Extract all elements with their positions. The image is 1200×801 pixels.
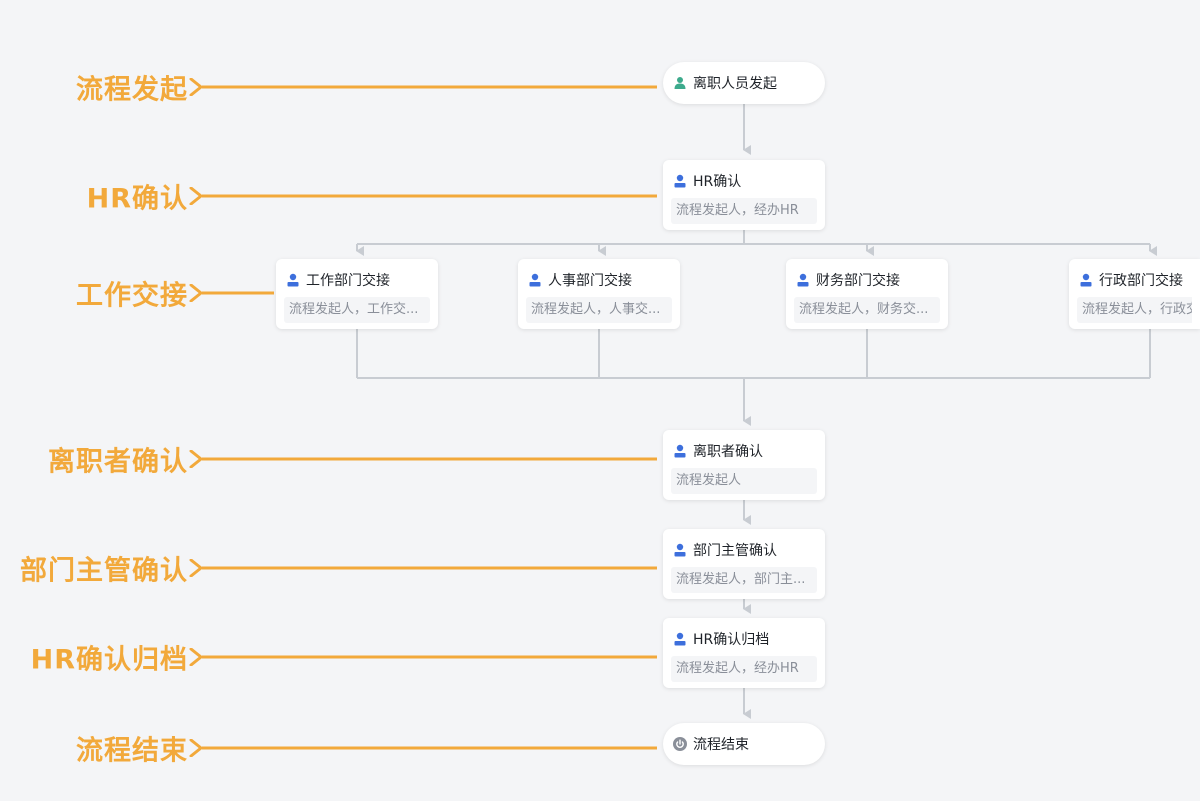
node-start-title: 离职人员发起 bbox=[693, 76, 777, 92]
person-icon bbox=[674, 444, 686, 458]
person-icon bbox=[674, 632, 686, 646]
node-leaver-confirm-assignees: 流程发起人 bbox=[671, 468, 817, 494]
node-hr-dept-handover-assignees: 流程发起人，人事交... bbox=[526, 297, 672, 323]
node-work-handover-assignees: 流程发起人，工作交... bbox=[284, 297, 430, 323]
person-icon bbox=[287, 273, 299, 287]
person-start-icon bbox=[674, 77, 686, 89]
annotation-hr-confirm: HR确认 bbox=[86, 183, 188, 215]
person-icon bbox=[674, 543, 686, 557]
person-icon bbox=[797, 273, 809, 287]
node-work-handover-title: 工作部门交接 bbox=[306, 273, 390, 289]
node-start[interactable]: 离职人员发起 bbox=[663, 62, 825, 104]
node-hr-confirm-assignees: 流程发起人，经办HR bbox=[671, 198, 817, 224]
annotation-manager-confirm: 部门主管确认 bbox=[20, 555, 188, 587]
node-admin-handover-assignees: 流程发起人，行政交 bbox=[1077, 297, 1192, 323]
annotation-hr-archive: HR确认归档 bbox=[30, 644, 188, 676]
person-icon bbox=[529, 273, 541, 287]
node-hr-dept-handover[interactable]: 人事部门交接 流程发起人，人事交... bbox=[518, 259, 680, 329]
node-admin-handover-title: 行政部门交接 bbox=[1099, 273, 1183, 289]
annotation-flow-start: 流程发起 bbox=[76, 74, 188, 106]
node-finance-handover-assignees: 流程发起人，财务交... bbox=[794, 297, 940, 323]
node-manager-confirm-title: 部门主管确认 bbox=[693, 543, 777, 559]
node-leaver-confirm-title: 离职者确认 bbox=[693, 444, 763, 460]
person-icon bbox=[674, 174, 686, 188]
person-icon bbox=[1080, 273, 1092, 287]
node-manager-confirm-assignees: 流程发起人，部门主... bbox=[671, 567, 817, 593]
annotation-flow-end: 流程结束 bbox=[76, 735, 188, 767]
node-end-title: 流程结束 bbox=[693, 737, 749, 753]
node-hr-archive-assignees: 流程发起人，经办HR bbox=[671, 656, 817, 682]
annotation-leaver-confirm: 离职者确认 bbox=[48, 446, 188, 478]
power-end-icon bbox=[673, 737, 687, 751]
annotation-work-handover: 工作交接 bbox=[76, 280, 188, 312]
node-hr-archive[interactable]: HR确认归档 流程发起人，经办HR bbox=[663, 618, 825, 688]
node-hr-dept-handover-title: 人事部门交接 bbox=[548, 273, 632, 289]
node-finance-handover[interactable]: 财务部门交接 流程发起人，财务交... bbox=[786, 259, 948, 329]
node-admin-handover[interactable]: 行政部门交接 流程发起人，行政交 bbox=[1069, 259, 1200, 329]
node-hr-confirm[interactable]: HR确认 流程发起人，经办HR bbox=[663, 160, 825, 230]
node-hr-archive-title: HR确认归档 bbox=[693, 632, 770, 648]
node-finance-handover-title: 财务部门交接 bbox=[816, 273, 900, 289]
node-end[interactable]: 流程结束 bbox=[663, 723, 825, 765]
node-leaver-confirm[interactable]: 离职者确认 流程发起人 bbox=[663, 430, 825, 500]
node-work-handover[interactable]: 工作部门交接 流程发起人，工作交... bbox=[276, 259, 438, 329]
node-manager-confirm[interactable]: 部门主管确认 流程发起人，部门主... bbox=[663, 529, 825, 599]
node-hr-confirm-title: HR确认 bbox=[693, 174, 742, 190]
